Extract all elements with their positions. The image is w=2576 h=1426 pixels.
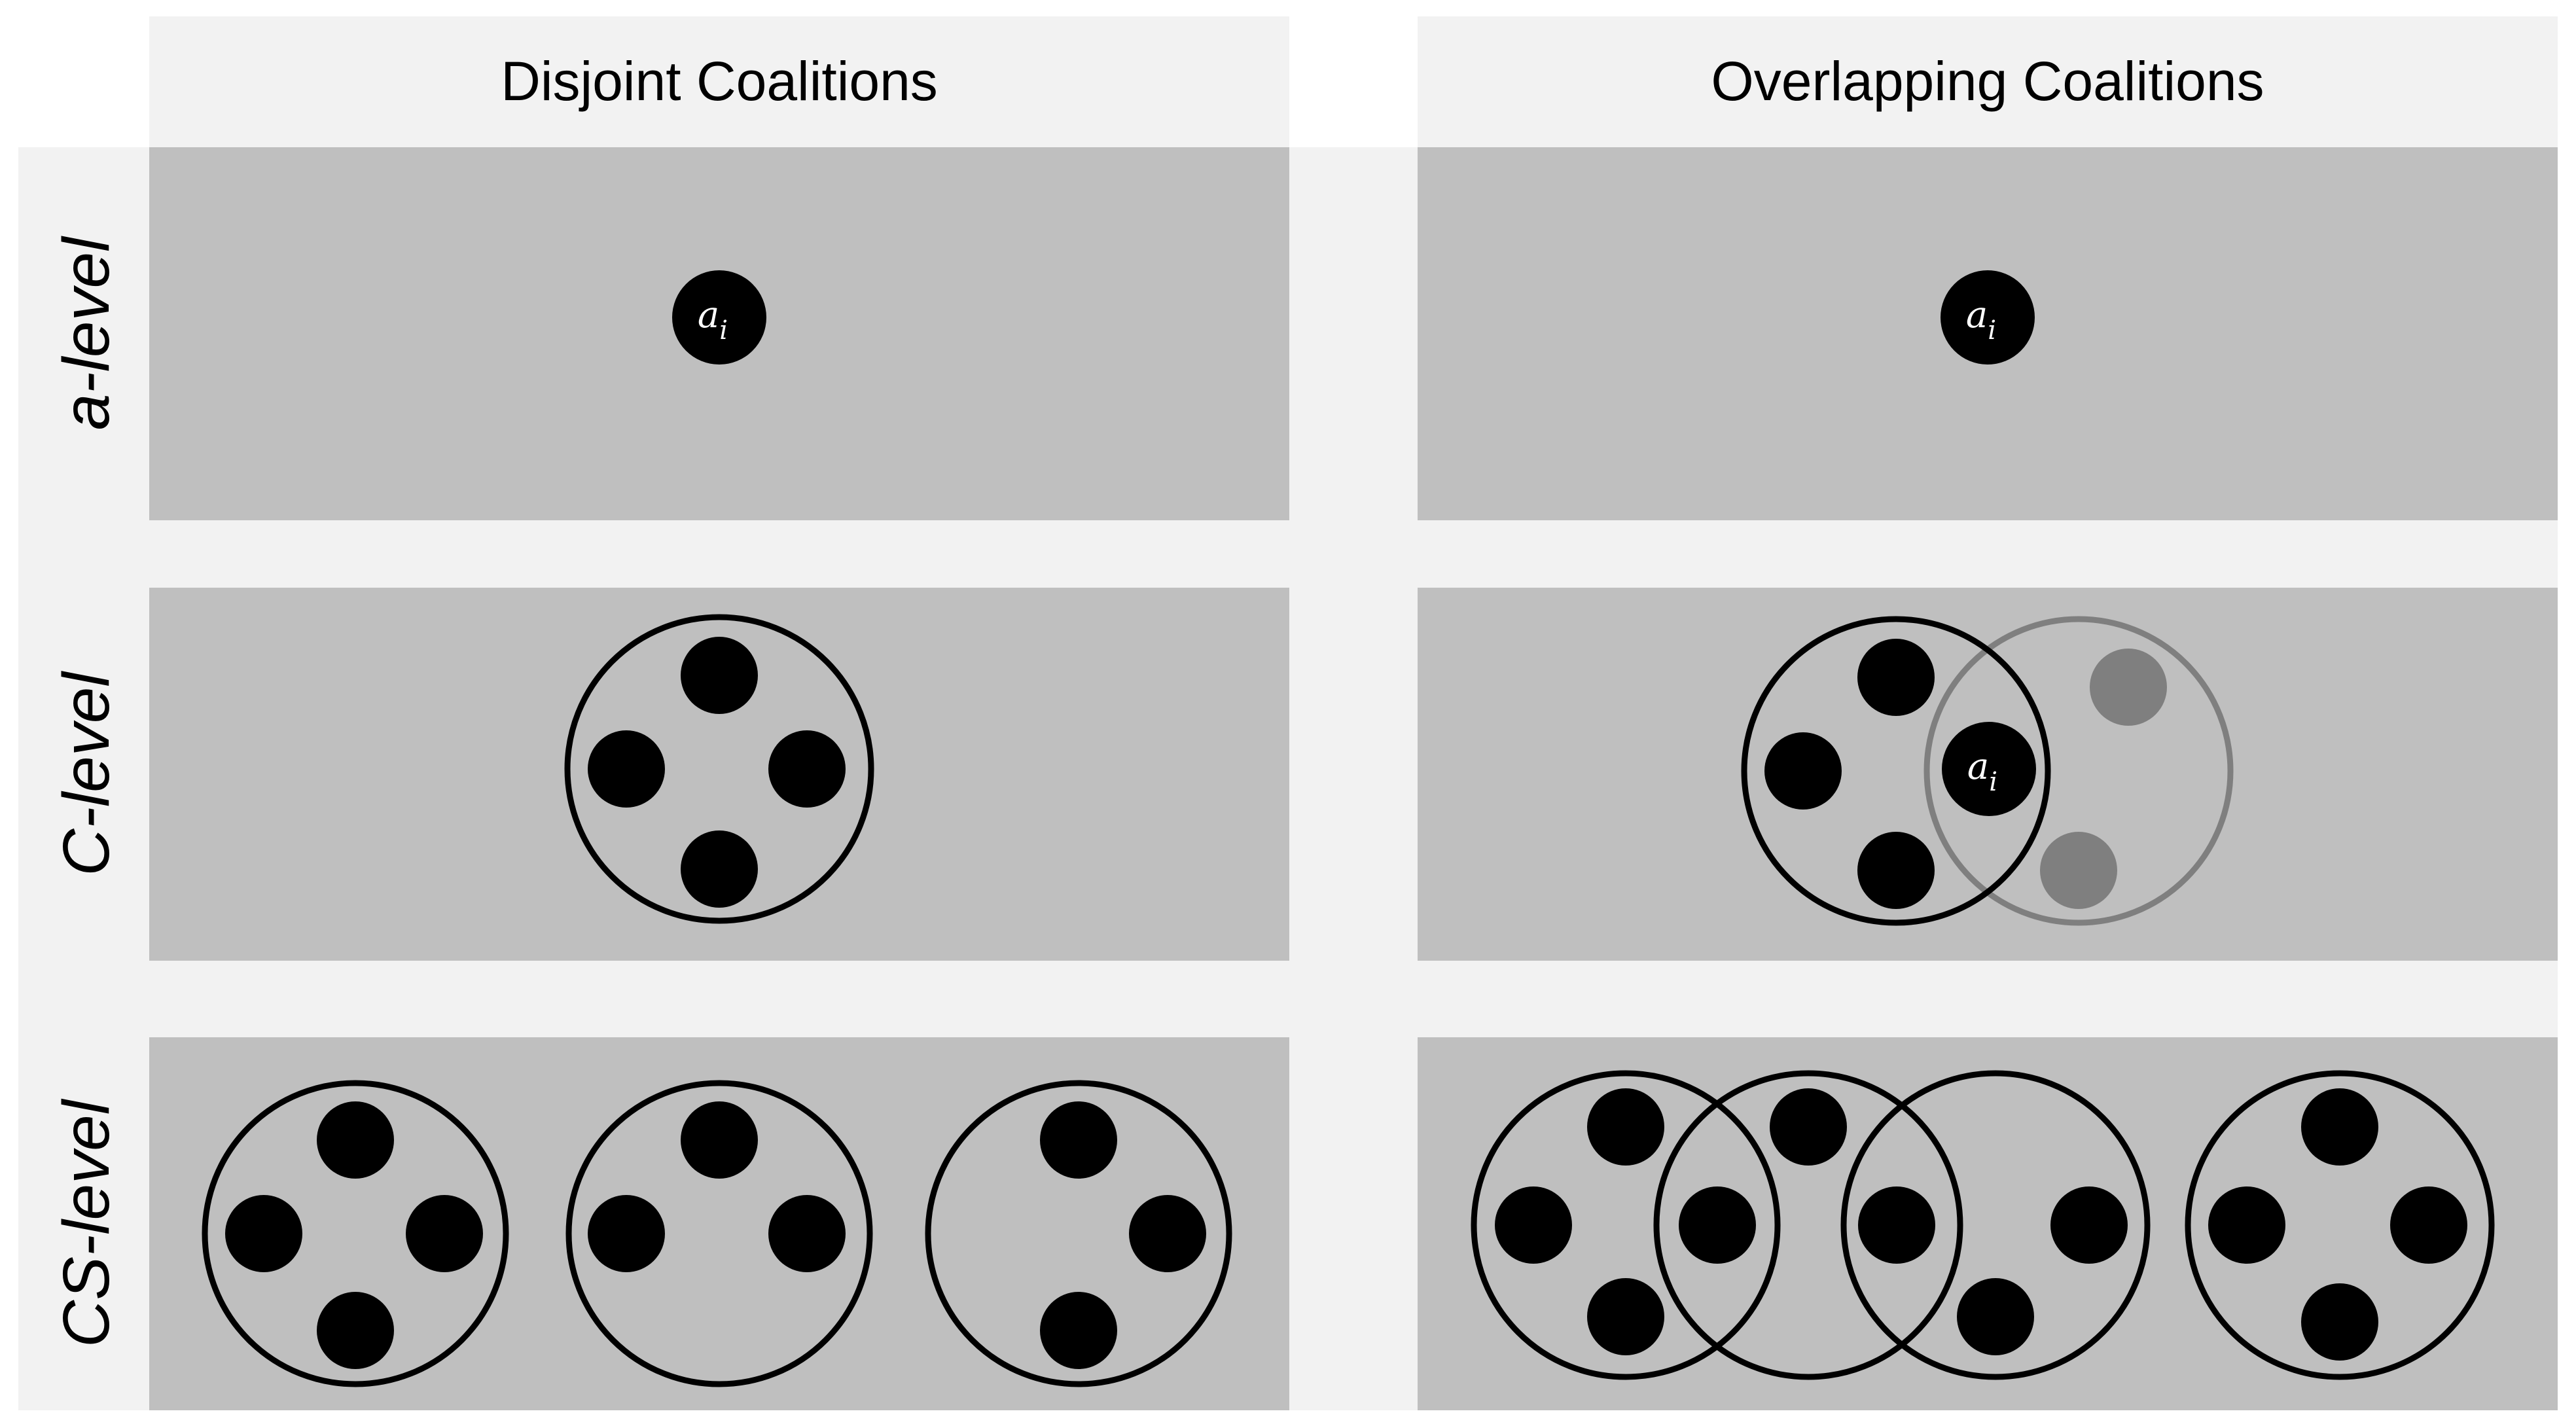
agent: [1764, 732, 1842, 810]
agent: [1858, 1186, 1935, 1264]
coalition-circle: [1653, 1070, 1963, 1380]
svg-text:ai: ai: [1967, 745, 1997, 797]
agent: [225, 1195, 302, 1272]
header-band-right: [1418, 16, 2558, 147]
coalition-structure-disjoint: [202, 1080, 1232, 1387]
coalition-overlapping-c-level: ai: [1741, 616, 2234, 926]
column-title-overlapping: Overlapping Coalitions: [1711, 50, 2264, 112]
agent: [2301, 1283, 2378, 1361]
agent: [1040, 1292, 1117, 1369]
column-title-disjoint: Disjoint Coalitions: [501, 50, 938, 112]
agent: [2301, 1088, 2378, 1166]
agent: [1040, 1101, 1117, 1179]
faded-coalition-circle: [1923, 616, 2234, 926]
agent-ai-overlapping: ai: [1941, 270, 2035, 365]
agent: [1495, 1186, 1572, 1264]
svg-text:ai: ai: [1966, 294, 1996, 346]
column-gap: [1289, 147, 1418, 1410]
coalition-circle: [1840, 1070, 2151, 1380]
row-title-cs-level: CS-level: [50, 1098, 123, 1347]
agent: [588, 1195, 665, 1272]
agent: [768, 730, 846, 808]
agent: [588, 730, 665, 808]
agent-label-base: a: [1967, 745, 1989, 788]
agent-ai-disjoint: ai: [672, 270, 766, 365]
header-band-left: [149, 16, 1289, 147]
coalition-disjoint-c-level: [564, 614, 874, 924]
row-label-band-a: [18, 147, 149, 520]
agent: [681, 637, 758, 714]
row-title-a-level: a-level: [50, 236, 123, 430]
faded-agent: [2040, 832, 2117, 909]
coalition-circle: [1741, 616, 2051, 926]
row-title-c-level: C-level: [50, 671, 123, 876]
agent-label-subscript: i: [1989, 767, 1997, 797]
coalition-3-agents-b: [925, 1080, 1232, 1387]
agent: [1857, 639, 1935, 716]
svg-text:ai: ai: [698, 294, 728, 346]
agent: [1587, 1278, 1664, 1355]
agent-label-base: a: [1966, 294, 1988, 336]
agent: [1129, 1195, 1206, 1272]
coalition-circle: [1471, 1070, 1781, 1380]
agent: [1957, 1278, 2034, 1355]
agent: [681, 1101, 758, 1179]
coalition-3-agents: [565, 1080, 873, 1387]
coalition-4-agents: [202, 1080, 509, 1387]
agent: [406, 1195, 483, 1272]
agent: [2208, 1186, 2285, 1264]
agent: [1587, 1088, 1664, 1166]
coalition-structure-overlapping: [1471, 1070, 2495, 1380]
agent: [1770, 1088, 1847, 1166]
agent: [768, 1195, 846, 1272]
agent: [317, 1101, 394, 1179]
agent-label-subscript: i: [1988, 315, 1996, 346]
agent: [1679, 1186, 1756, 1264]
agent-label-subscript: i: [719, 315, 728, 346]
agent-label-base: a: [698, 294, 719, 336]
separator-band-1: [18, 520, 2558, 588]
row-label-band-cs: [18, 1037, 149, 1410]
agent-ai-shared: ai: [1942, 722, 2036, 816]
agent: [2390, 1186, 2467, 1264]
agent: [2050, 1186, 2128, 1264]
faded-agent: [2090, 649, 2167, 726]
agent: [681, 830, 758, 908]
separator-band-2: [18, 961, 2558, 1037]
panel-disjoint-cs-level: [149, 1037, 1289, 1410]
agent: [1857, 832, 1935, 909]
row-label-band-c: [18, 588, 149, 961]
coalition-circle: [2185, 1070, 2495, 1380]
agent: [317, 1292, 394, 1369]
